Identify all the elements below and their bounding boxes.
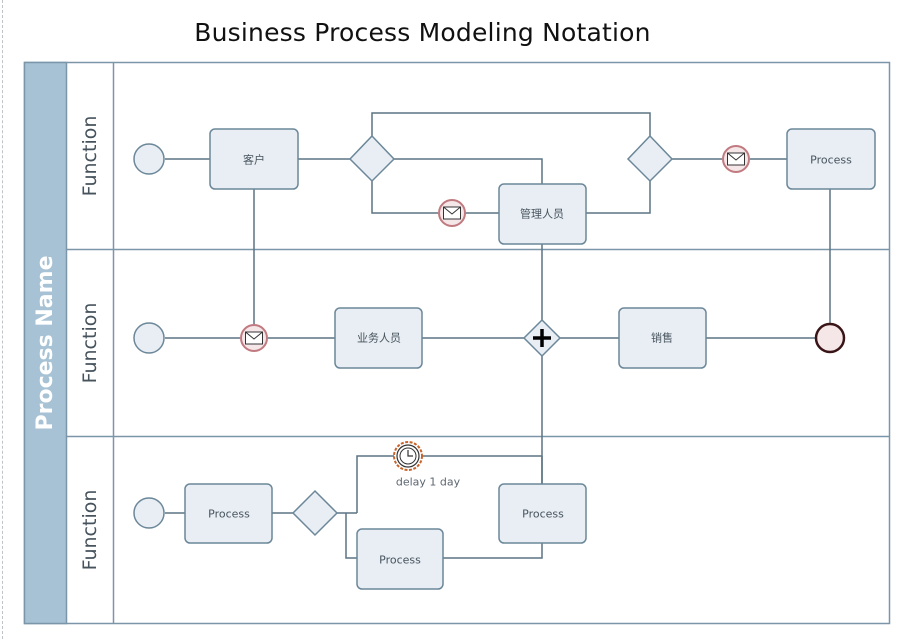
task-manager-label: 管理人员 — [520, 207, 564, 221]
end-event[interactable] — [814, 322, 846, 354]
task-manager[interactable]: 管理人员 — [498, 183, 587, 245]
flow-gateway4-timer[interactable] — [356, 455, 542, 513]
flow-process-middle-process-right[interactable] — [443, 543, 543, 559]
start-event-lane-1[interactable] — [133, 143, 165, 175]
task-process-top-right-label: Process — [810, 154, 852, 167]
start-event-lane-3[interactable] — [133, 497, 165, 529]
lane-3[interactable]: Function — [79, 490, 101, 571]
envelope-icon — [727, 152, 745, 166]
timer-label: delay 1 day — [396, 476, 461, 489]
envelope-icon — [443, 206, 461, 220]
gateway-parallel[interactable] — [522, 318, 562, 358]
diagram-title: Business Process Modeling Notation — [194, 18, 651, 47]
task-sales-label: 销售 — [651, 331, 673, 345]
sequence-flows — [165, 112, 831, 559]
message-event-2[interactable] — [722, 145, 750, 173]
flow-gateway1-message[interactable] — [371, 181, 438, 214]
lane-1-label: Function — [79, 116, 101, 197]
flow-gateway1-top-loop[interactable] — [371, 112, 651, 136]
flow-gateway1-manager[interactable] — [394, 158, 543, 184]
task-process-bottom-right[interactable]: Process — [498, 483, 587, 544]
task-process-bottom-right-label: Process — [522, 508, 564, 521]
task-sales[interactable]: 销售 — [618, 307, 707, 369]
canvas-left-edge — [2, 0, 3, 639]
start-event-lane-2[interactable] — [133, 322, 165, 354]
lane-2[interactable]: Function — [79, 303, 101, 384]
message-event-3[interactable] — [240, 324, 268, 352]
task-customer[interactable]: 客户 — [209, 128, 299, 190]
timer-event[interactable] — [393, 441, 423, 471]
plus-icon — [533, 329, 551, 347]
gateway-exclusive-3[interactable] — [291, 489, 339, 537]
gateway-exclusive-2[interactable] — [626, 134, 674, 183]
lane-2-label: Function — [79, 303, 101, 384]
task-salesperson-label: 业务人员 — [357, 332, 401, 345]
gateway-exclusive-1[interactable] — [348, 134, 396, 183]
task-process-bottom-middle[interactable]: Process — [356, 528, 444, 590]
clock-icon — [399, 447, 417, 465]
flow-manager-gateway2[interactable] — [586, 181, 651, 214]
lane-3-label: Function — [79, 490, 101, 571]
flow-gateway4-process-middle[interactable] — [345, 513, 357, 559]
task-process-bottom-middle-label: Process — [379, 554, 421, 567]
lane-1[interactable]: Function — [79, 116, 101, 197]
task-process-bottom-left-label: Process — [208, 508, 250, 521]
task-process-top-right[interactable]: Process — [786, 128, 876, 190]
message-event-1[interactable] — [438, 199, 466, 227]
task-salesperson[interactable]: 业务人员 — [334, 307, 423, 369]
task-process-bottom-left[interactable]: Process — [184, 483, 273, 544]
task-customer-label: 客户 — [243, 153, 265, 167]
envelope-icon — [245, 331, 263, 345]
pool-name: Process Name — [33, 255, 58, 430]
pool-header[interactable] — [23, 61, 68, 625]
